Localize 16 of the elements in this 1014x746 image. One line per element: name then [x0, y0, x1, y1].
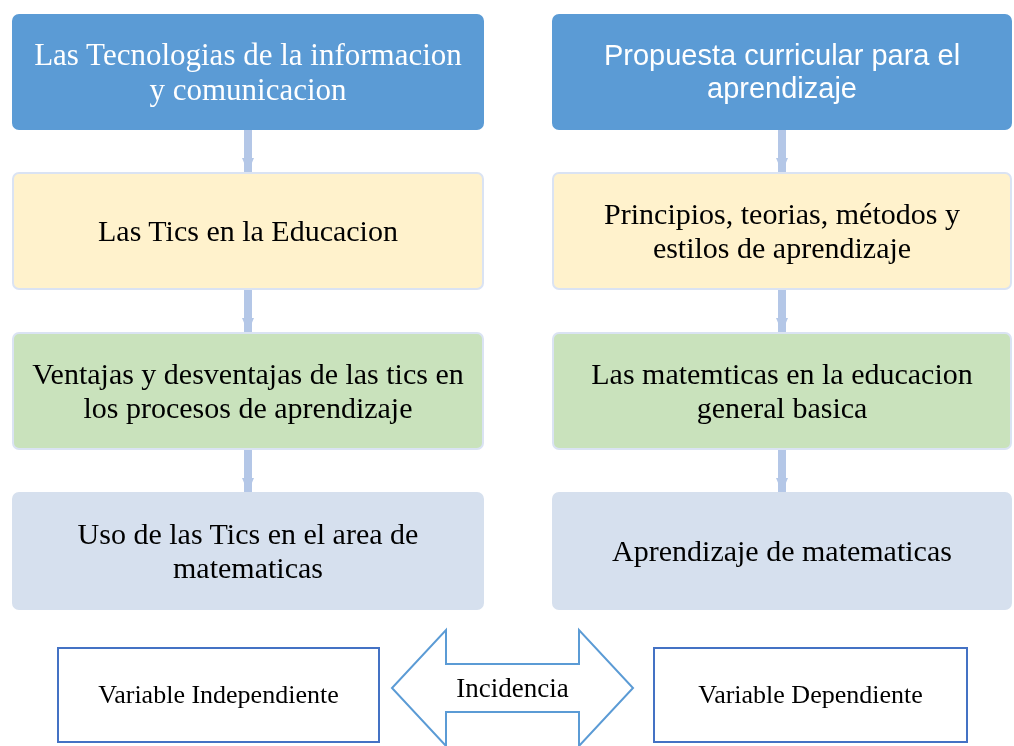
topic-box: Principios, teorias, métodos y estilos de aprendizaje	[552, 172, 1012, 290]
topic-box: Uso de las Tics en el area de matematicas	[12, 492, 484, 610]
arrow	[776, 290, 788, 332]
header-box: Propuesta curricular para el aprendizaje	[552, 14, 1012, 130]
topic-box: Ventajas y desventajas de las tics en los procesos de aprendizaje	[12, 332, 484, 450]
arrow	[242, 130, 254, 172]
arrow	[242, 450, 254, 492]
arrow	[242, 290, 254, 332]
topic-box: Aprendizaje de matematicas	[552, 492, 1012, 610]
topic-box: Las matemticas en la educacion general basica	[552, 332, 1012, 450]
variable-box: Variable Dependiente	[653, 647, 968, 743]
header-box: Las Tecnologias de la informacion y comunicacion	[12, 14, 484, 130]
arrow	[776, 130, 788, 172]
arrow	[776, 450, 788, 492]
variable-box: Variable Independiente	[57, 647, 380, 743]
topic-box: Las Tics en la Educacion	[12, 172, 484, 290]
